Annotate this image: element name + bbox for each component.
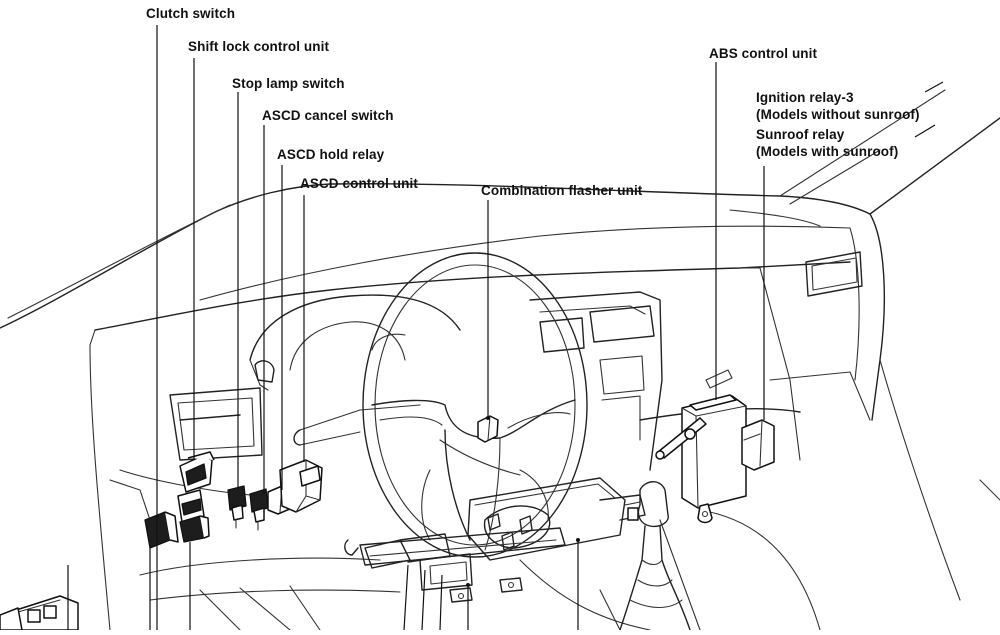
stop-lamp-switch-label: Stop lamp switch [232, 76, 345, 91]
clutch-switch-label: Clutch switch [146, 6, 236, 21]
abs-control-unit-label: ABS control unit [709, 46, 818, 61]
combination-flasher-unit-label: Combination flasher unit [481, 183, 643, 198]
ascd-cancel-switch-part [249, 488, 269, 531]
ascd-control-unit-part [279, 459, 323, 513]
abs-control-unit-part [655, 369, 747, 524]
models-with-sunroof-label: (Models with sunroof) [756, 144, 899, 159]
ignition-sunroof-relay-part [741, 419, 775, 471]
left-connectors [0, 595, 79, 631]
gear-shift-lever [619, 481, 691, 631]
combination-flasher-unit-part [477, 415, 499, 443]
leader-lines [67, 25, 944, 631]
instrument-panel-outline [0, 89, 1000, 631]
shift-lock-control-unit-label: Shift lock control unit [188, 39, 330, 54]
fuse-block [467, 477, 646, 561]
sunroof-relay-label: Sunroof relay [756, 127, 845, 142]
ascd-control-unit-label: ASCD control unit [300, 176, 418, 191]
stop-lamp-switch-part [227, 485, 247, 529]
lower-mounting-bracket [344, 527, 566, 603]
ignition-relay-3-label: Ignition relay-3 [756, 90, 854, 105]
ascd-cancel-switch-label: ASCD cancel switch [262, 108, 394, 123]
clutch-switch-part [177, 489, 205, 523]
shift-lock-control-unit-part [179, 451, 215, 493]
models-without-sunroof-label: (Models without sunroof) [756, 107, 920, 122]
ascd-hold-relay-label: ASCD hold relay [277, 147, 385, 162]
steering-wheel [362, 252, 588, 558]
lower-left-relay-boxes [144, 511, 210, 549]
